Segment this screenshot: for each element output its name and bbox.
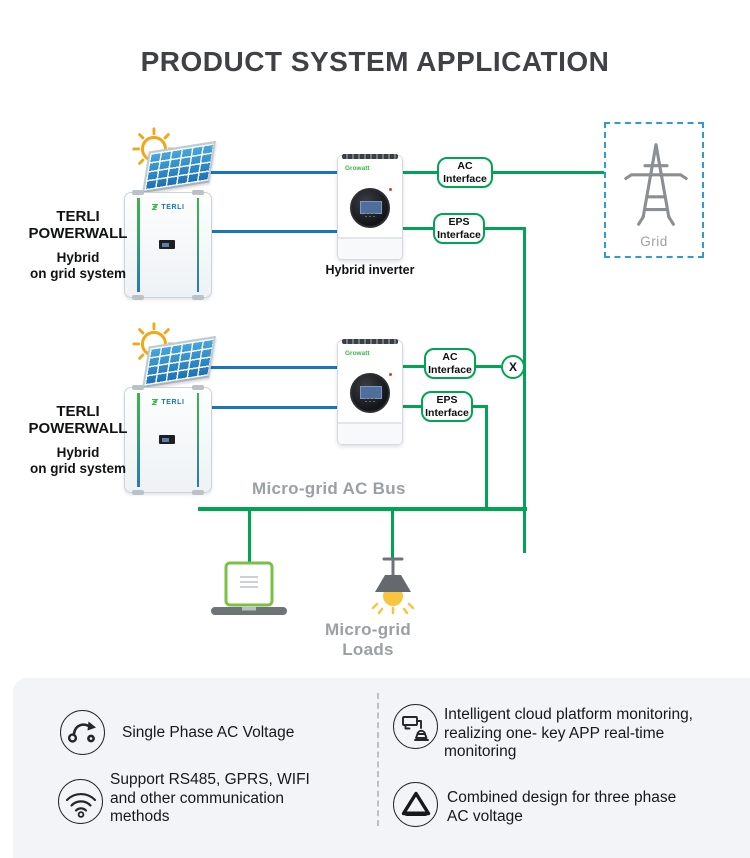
pv-dc-line-1 [202,171,338,174]
grid-box: Grid [604,122,704,258]
bus-label: Micro-grid AC Bus [252,479,406,498]
inverter-base [338,237,402,259]
feature-text-1: Single Phase AC Voltage [122,724,295,741]
feature-text-3: Intelligent cloud platform monitoring, r… [444,706,693,760]
terli-logo: TERLI [125,398,211,406]
grid-label: Grid [640,234,668,249]
disconnect-x-marker: X [501,355,525,379]
pv-dc-line-2 [202,366,338,369]
inverter-led [389,188,392,191]
battery-brand-text: TERLI [161,398,185,406]
battery-foot [132,490,144,495]
inverter-display [350,188,390,228]
inverter-screen [360,201,382,217]
inverter-led [389,373,392,376]
feature-text-2: Support RS485, GPRS, WIFI and other comm… [110,771,310,825]
grid-tower-icon [624,143,688,226]
laptop-drop-line [248,510,251,565]
system1-name: TERLI POWERWALL [28,208,128,242]
page-title: PRODUCT SYSTEM APPLICATION [140,46,610,77]
terli-logo: TERLI [125,203,211,211]
inverter-heatsink [342,154,398,159]
eps-line-2b [473,405,488,408]
micro-grid-bus-line [198,507,527,511]
eps-line-1a [403,227,433,230]
loads-label: Micro-grid Loads [324,620,412,659]
growatt-logo: Growatt [345,165,370,172]
battery-handle [132,385,144,390]
battery-stripe [196,393,199,487]
powerwall-battery-2: TERLI [124,385,212,495]
terli-logo-icon [152,398,159,406]
delta-icon [393,782,438,827]
dashed-divider [377,693,379,826]
battery-dc-line-2 [212,406,338,409]
battery-dc-line-1 [212,230,338,233]
inverter-base [338,422,402,444]
battery-display [159,435,175,444]
terli-logo-icon [152,203,159,211]
pendant-lamp-icon [371,557,415,615]
lamp-drop-line [391,510,394,560]
eps-vertical-line-2 [485,405,488,509]
battery-foot [132,295,144,300]
hybrid-inverter-2: Growatt [337,339,403,445]
system2-name: TERLI POWERWALL [28,403,128,437]
cloud-monitor-icon [393,704,438,749]
battery-handle [192,385,204,390]
eps-interface-box-2: EPS Interface [421,391,473,422]
feature-text-4: Combined design for three phase AC volta… [447,789,677,825]
battery-stripe [137,393,140,487]
system2-mode: Hybrid on grid system [29,445,127,476]
laptop-icon [211,561,287,615]
battery-stripe [137,198,140,292]
battery-foot [192,295,204,300]
ac-line-1a [403,171,437,174]
growatt-logo: Growatt [345,350,370,357]
eps-interface-box-1: EPS Interface [433,213,485,244]
system1-mode: Hybrid on grid system [29,250,127,281]
battery-stripe [196,198,199,292]
inverter-display [350,373,390,413]
eps-vertical-line-1 [523,227,526,553]
ac-interface-box-2: AC Interface [424,348,476,379]
battery-handle [132,190,144,195]
ac-line-1b [493,171,605,174]
feature-panel [13,678,750,858]
ac-line-2b [476,365,501,368]
powerwall-battery-1: TERLI [124,190,212,300]
battery-display [159,240,175,249]
inverter-label: Hybrid inverter [325,263,415,277]
eps-line-2a [403,405,421,408]
inverter-screen [360,386,382,402]
inverter-heatsink [342,339,398,344]
phase-arrow-icon [60,710,105,755]
eps-line-1b [485,227,526,230]
battery-handle [192,190,204,195]
wifi-icon [58,779,103,824]
battery-foot [192,490,204,495]
hybrid-inverter-1: Growatt [337,154,403,260]
ac-line-2a [403,365,424,368]
ac-interface-box-1: AC Interface [437,157,493,188]
battery-brand-text: TERLI [161,203,185,211]
